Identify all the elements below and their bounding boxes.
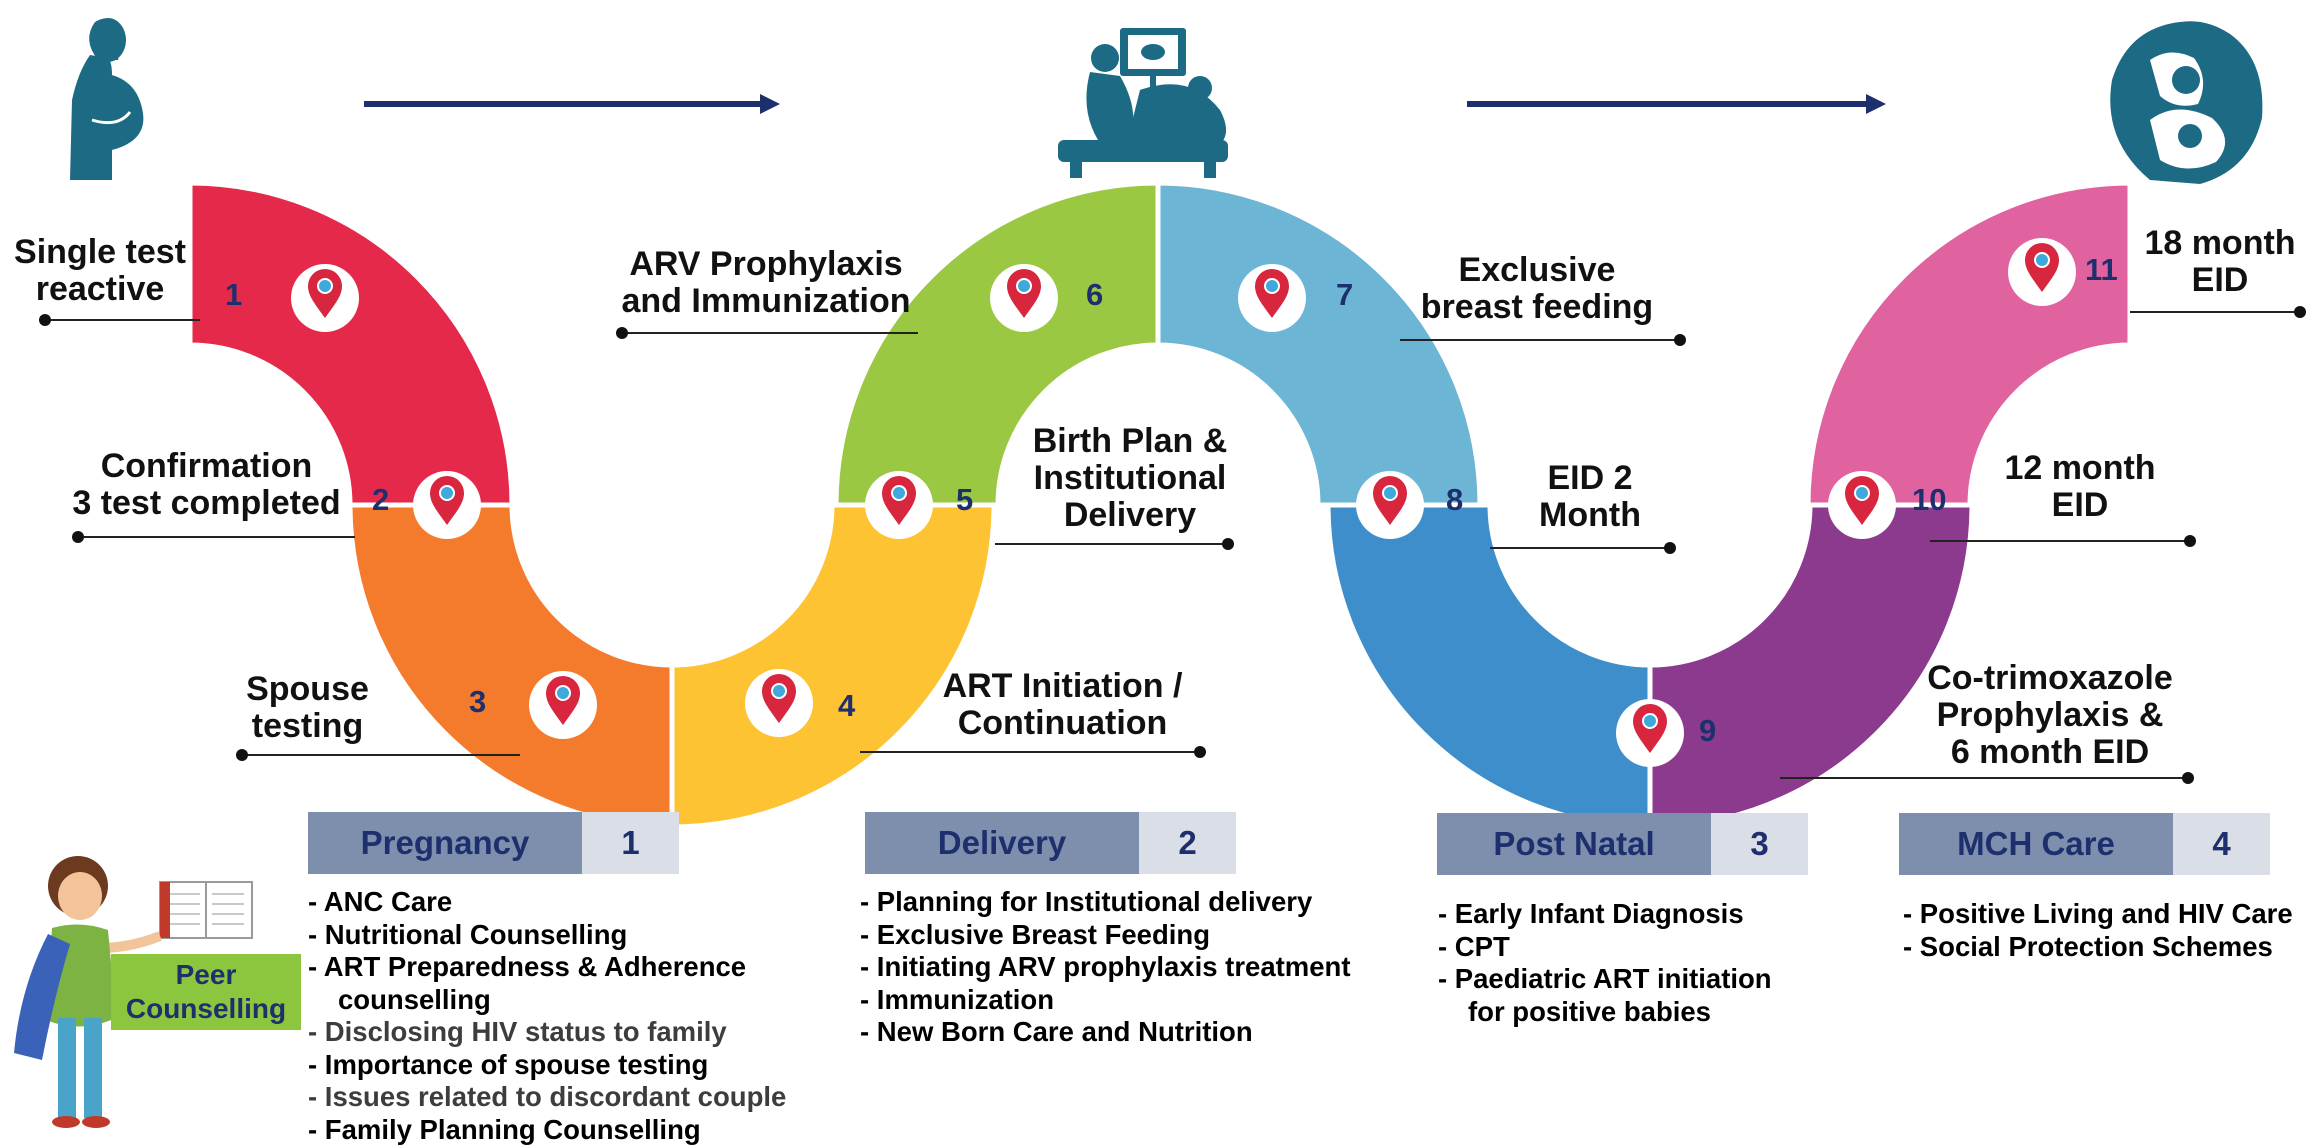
- phase-item: - Family Planning Counselling: [308, 1114, 786, 1146]
- stage-number-8: 8: [1446, 484, 1463, 515]
- location-pin-icon: [745, 669, 813, 737]
- phase-item: - Immunization: [860, 984, 1351, 1017]
- wave-segment-yellow: [672, 505, 994, 827]
- pregnant-woman-icon: [70, 18, 143, 180]
- phase-header-mch-care: MCH Care 4: [1899, 813, 2270, 875]
- stage-number-7: 7: [1336, 279, 1353, 310]
- phase-item: - ART Preparedness & Adherence: [308, 951, 786, 984]
- leader-line-dot-9: [2182, 772, 2194, 784]
- leader-line-dot-3: [236, 749, 248, 761]
- stage-label-10: 12 month EID: [1985, 450, 2175, 524]
- phase-item: - Initiating ARV prophylaxis treatment: [860, 951, 1351, 984]
- phase-title: Delivery: [865, 812, 1139, 874]
- phase-item: - ANC Care: [308, 886, 786, 919]
- stage-label-3: Spouse testing: [230, 671, 385, 745]
- phase-item: - Importance of spouse testing: [308, 1049, 786, 1082]
- phase-item: - Paediatric ART initiation: [1438, 963, 1772, 996]
- ultrasound-scan-icon: [1058, 28, 1228, 178]
- wave-segment-orange: [350, 505, 672, 827]
- location-pin-icon: [529, 671, 597, 739]
- mother-and-child-icon: [2110, 21, 2262, 184]
- phase-item: - Early Infant Diagnosis: [1438, 898, 1772, 931]
- phase-items-delivery: - Planning for Institutional delivery- E…: [860, 886, 1351, 1049]
- phase-items-pregnancy: - ANC Care- Nutritional Counselling- ART…: [308, 886, 786, 1146]
- phase-item: - Positive Living and HIV Care: [1903, 898, 2293, 931]
- leader-line-dot-10: [2184, 535, 2196, 547]
- stage-number-5: 5: [956, 484, 973, 515]
- location-pin-icon: [1616, 699, 1684, 767]
- leader-line-dot-2: [72, 531, 84, 543]
- stage-label-2: Confirmation 3 test completed: [64, 448, 349, 522]
- right-arrow-icon: [364, 94, 780, 114]
- stage-label-1: Single test reactive: [0, 234, 200, 308]
- location-pin-icon: [2008, 238, 2076, 306]
- phase-title: Pregnancy: [308, 812, 582, 874]
- phase-items-mch-care: - Positive Living and HIV Care- Social P…: [1903, 898, 2293, 963]
- location-pin-icon: [413, 471, 481, 539]
- right-arrow-icon: [1467, 94, 1886, 114]
- location-pin-icon: [1238, 264, 1306, 332]
- stage-number-3: 3: [469, 686, 486, 717]
- phase-item: - Planning for Institutional delivery: [860, 886, 1351, 919]
- phase-title: Post Natal: [1437, 813, 1711, 875]
- phase-item: - Nutritional Counselling: [308, 919, 786, 952]
- stage-number-1: 1: [225, 279, 242, 310]
- phase-header-post-natal: Post Natal 3: [1437, 813, 1808, 875]
- phase-item: - Disclosing HIV status to family: [308, 1016, 786, 1049]
- phase-index: 3: [1711, 813, 1808, 875]
- stage-number-6: 6: [1086, 279, 1103, 310]
- stage-label-9: Co-trimoxazole Prophylaxis & 6 month EID: [1915, 660, 2185, 771]
- leader-line-dot-4: [1194, 746, 1206, 758]
- stage-label-8: EID 2 Month: [1520, 460, 1660, 534]
- phase-item: counselling: [308, 984, 786, 1017]
- phase-item: - Exclusive Breast Feeding: [860, 919, 1351, 952]
- stage-number-2: 2: [372, 484, 389, 515]
- stage-label-7: Exclusive breast feeding: [1402, 252, 1672, 326]
- stage-number-10: 10: [1912, 484, 1946, 515]
- stage-number-11: 11: [2085, 254, 2118, 285]
- peer-counselling-badge: Peer Counselling: [111, 954, 301, 1030]
- phase-items-post-natal: - Early Infant Diagnosis- CPT- Paediatri…: [1438, 898, 1772, 1028]
- stage-number-4: 4: [838, 690, 855, 721]
- phase-item: - CPT: [1438, 931, 1772, 964]
- phase-item: for positive babies: [1438, 996, 1772, 1029]
- leader-line-dot-5: [1222, 538, 1234, 550]
- location-pin-icon: [865, 471, 933, 539]
- phase-index: 1: [582, 812, 679, 874]
- phase-item: - Issues related to discordant couple: [308, 1081, 786, 1114]
- phase-header-delivery: Delivery 2: [865, 812, 1236, 874]
- location-pin-icon: [990, 264, 1058, 332]
- phase-title: MCH Care: [1899, 813, 2173, 875]
- stage-label-4: ART Initiation / Continuation: [930, 668, 1195, 742]
- location-pin-icon: [1828, 471, 1896, 539]
- phase-item: - New Born Care and Nutrition: [860, 1016, 1351, 1049]
- phase-header-pregnancy: Pregnancy 1: [308, 812, 679, 874]
- phase-index: 4: [2173, 813, 2270, 875]
- stage-number-9: 9: [1699, 715, 1716, 746]
- leader-line-dot-7: [1674, 334, 1686, 346]
- stage-label-5: Birth Plan & Institutional Delivery: [1010, 423, 1250, 534]
- phase-index: 2: [1139, 812, 1236, 874]
- location-pin-icon: [1356, 471, 1424, 539]
- location-pin-icon: [291, 264, 359, 332]
- stage-label-11: 18 month EID: [2125, 225, 2315, 299]
- leader-line-dot-8: [1664, 542, 1676, 554]
- leader-line-dot-1: [39, 314, 51, 326]
- stage-label-6: ARV Prophylaxis and Immunization: [616, 246, 916, 320]
- wave-segment-blue: [1328, 505, 1650, 827]
- leader-line-dot-11: [2294, 306, 2306, 318]
- phase-item: - Social Protection Schemes: [1903, 931, 2293, 964]
- leader-line-dot-6: [616, 327, 628, 339]
